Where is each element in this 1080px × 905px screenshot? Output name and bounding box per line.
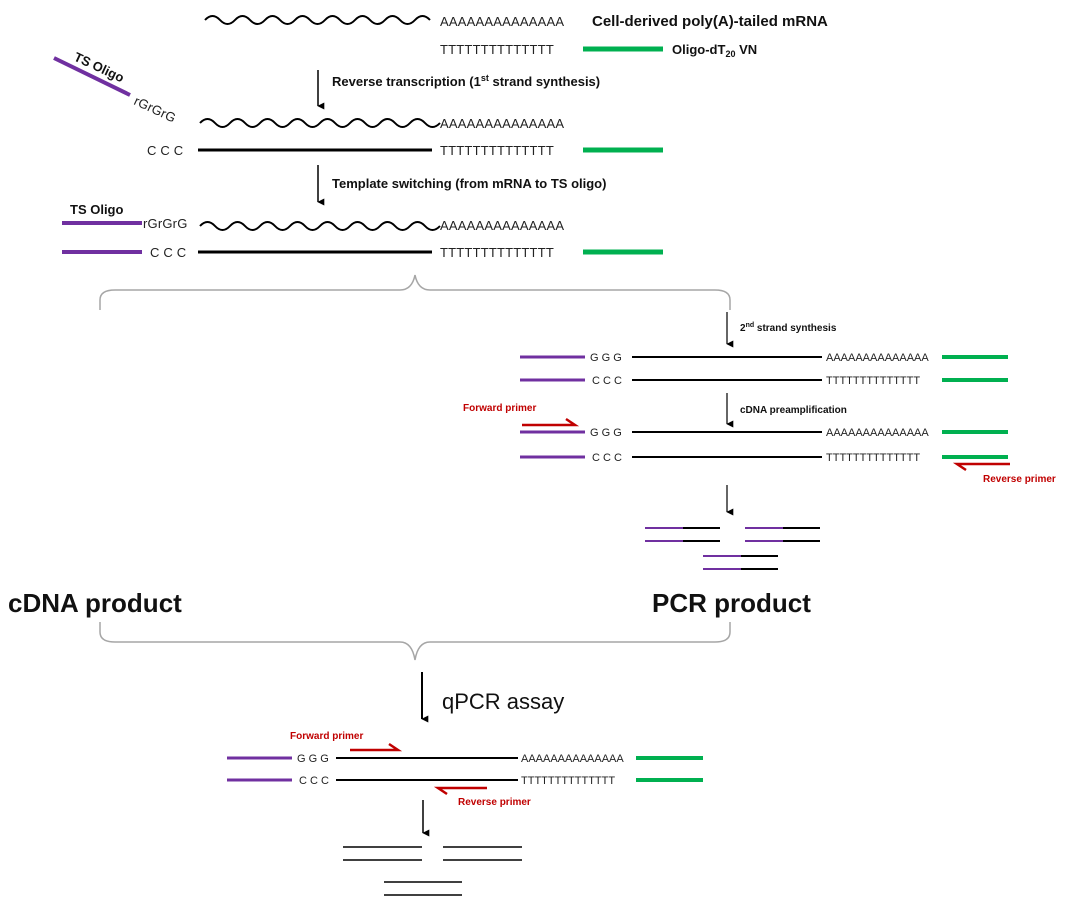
brace-bottom (99, 622, 731, 661)
polya-sequence-r1: AAAAAAAAAAAAAA (826, 352, 929, 364)
reverse-primer-label-2: Reverse primer (458, 797, 531, 808)
reverse-primer-label-1: Reverse primer (983, 474, 1056, 485)
forward-primer-label-1: Forward primer (463, 403, 536, 414)
ggg-sequence-r1: G G G (590, 352, 622, 364)
polyt-sequence-r4: TTTTTTTTTTTTTT (826, 452, 920, 464)
ggg-sequence-r3: G G G (590, 427, 622, 439)
polya-sequence-3: AAAAAAAAAAAAAA (440, 218, 564, 233)
mrna-wavy-line-3 (199, 221, 441, 231)
polya-sequence-2: AAAAAAAAAAAAAA (440, 116, 564, 131)
rgrgrg-diagonal: rGrGrG (132, 93, 179, 125)
ccc-sequence-2: C C C (150, 245, 186, 260)
mrna-label: Cell-derived poly(A)-tailed mRNA (592, 13, 828, 30)
ts-oligo-label: TS Oligo (70, 202, 124, 217)
polyt-sequence-2: TTTTTTTTTTTTTT (440, 143, 554, 158)
brace-top (99, 274, 731, 310)
polyt-sequence-1: TTTTTTTTTTTTTT (440, 42, 554, 57)
qpcr-assay-label: qPCR assay (442, 689, 564, 714)
ccc-sequence-1: C C C (147, 143, 183, 158)
step-preamplification: cDNA preamplification (740, 405, 847, 416)
qpcr-product-fragments (343, 846, 522, 896)
mrna-wavy-line-1 (204, 15, 431, 25)
polya-sequence-1: AAAAAAAAAAAAAA (440, 14, 564, 29)
polya-sequence-r3: AAAAAAAAAAAAAA (826, 427, 929, 439)
polyt-sequence-r2: TTTTTTTTTTTTTT (826, 375, 920, 387)
mrna-wavy-line-2 (199, 118, 441, 128)
reverse-primer-arrow-1 (952, 462, 1010, 472)
pcr-product-fragments (645, 527, 820, 570)
polyt-sequence-q2: TTTTTTTTTTTTTT (521, 775, 615, 787)
polyt-sequence-3: TTTTTTTTTTTTTT (440, 245, 554, 260)
forward-primer-label-2: Forward primer (290, 731, 363, 742)
cdna-product-label: cDNA product (8, 588, 182, 618)
forward-primer-arrow-1 (522, 417, 580, 427)
ccc-sequence-r2: C C C (592, 375, 622, 387)
ggg-sequence-q1: G G G (297, 753, 329, 765)
pcr-product-label: PCR product (652, 588, 811, 618)
reverse-primer-arrow-2 (433, 786, 487, 796)
forward-primer-arrow-2 (350, 742, 403, 752)
oligo-dt-label: Oligo-dT20 VN (672, 42, 757, 59)
step-template-switching: Template switching (from mRNA to TS olig… (332, 176, 606, 191)
ccc-sequence-q2: C C C (299, 775, 329, 787)
ts-oligo-diagonal-bar (53, 56, 131, 97)
step-reverse-transcription: Reverse transcription (1st strand synthe… (332, 73, 600, 89)
ccc-sequence-r4: C C C (592, 452, 622, 464)
polya-sequence-q1: AAAAAAAAAAAAAA (521, 753, 624, 765)
rgrgrg-sequence: rGrGrG (143, 216, 188, 231)
step-second-strand: 2nd strand synthesis (740, 322, 837, 334)
